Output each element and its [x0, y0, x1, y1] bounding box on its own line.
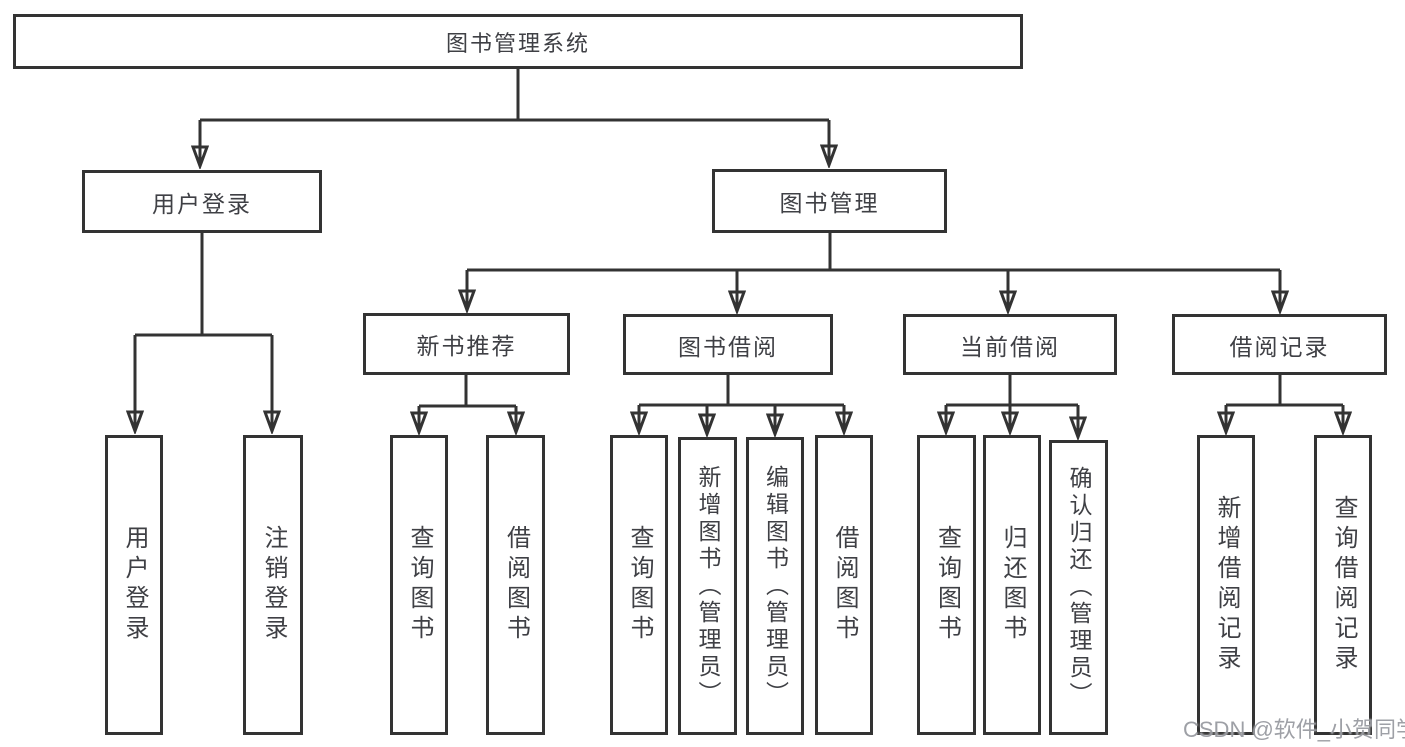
- node-current-borrowing: 当前借阅: [903, 314, 1117, 375]
- leaf-add-book-admin-label: 新增图书（管理员）: [695, 464, 721, 708]
- node-root-system: 图书管理系统: [13, 14, 1023, 69]
- node-book-management: 图书管理: [712, 169, 947, 233]
- leaf-logout: 注销登录: [243, 435, 303, 735]
- connector-bus-book-borrow: [639, 375, 844, 407]
- leaf-borrow-books-label: 借阅图书: [831, 525, 858, 645]
- leaf-borrow-books: 借阅图书: [815, 435, 873, 735]
- node-user-login-label: 用户登录: [152, 190, 252, 217]
- leaf-query-books-borrowing-label: 查询图书: [626, 525, 653, 645]
- node-user-login: 用户登录: [82, 170, 322, 233]
- leaf-user-login: 用户登录: [105, 435, 163, 735]
- node-book-management-label: 图书管理: [779, 190, 880, 216]
- leaf-borrow-books-recommend: 借阅图书: [486, 435, 545, 735]
- leaf-borrow-books-recommend-label: 借阅图书: [502, 525, 530, 645]
- leaf-query-books-current-label: 查询图书: [933, 525, 961, 645]
- leaf-query-borrow-record: 查询借阅记录: [1314, 435, 1372, 735]
- leaf-edit-book-admin-label: 编辑图书（管理员）: [762, 464, 789, 708]
- connector-bus-book-mgmt: [467, 233, 1280, 272]
- node-book-borrowing: 图书借阅: [623, 314, 833, 375]
- connector-bus-borrow-records: [1226, 375, 1343, 407]
- leaf-add-borrow-record: 新增借阅记录: [1197, 435, 1255, 735]
- leaf-query-books-recommend: 查询图书: [390, 435, 448, 735]
- leaf-query-borrow-record-label: 查询借阅记录: [1330, 495, 1357, 675]
- leaf-add-book-admin: 新增图书（管理员）: [678, 437, 737, 735]
- leaf-query-books-current: 查询图书: [917, 435, 976, 735]
- leaf-return-book: 归还图书: [983, 435, 1041, 735]
- leaf-edit-book-admin: 编辑图书（管理员）: [746, 437, 804, 735]
- node-book-borrowing-label: 图书借阅: [678, 333, 778, 360]
- connector-bus-current-borrow: [946, 375, 1078, 407]
- connector-bus-root: [200, 68, 829, 122]
- leaf-user-login-label: 用户登录: [121, 525, 148, 645]
- node-new-book-recommend: 新书推荐: [363, 313, 570, 375]
- leaf-return-book-label: 归还图书: [999, 525, 1026, 645]
- leaf-logout-label: 注销登录: [260, 525, 287, 645]
- csdn-watermark: CSDN @软件_小贺同学: [1183, 717, 1405, 742]
- leaf-confirm-return-admin-label: 确认归还（管理员）: [1066, 466, 1092, 709]
- node-root-system-label: 图书管理系统: [445, 30, 590, 56]
- node-current-borrowing-label: 当前借阅: [960, 333, 1060, 360]
- leaf-add-borrow-record-label: 新增借阅记录: [1213, 495, 1240, 675]
- leaf-query-books-borrowing: 查询图书: [610, 435, 668, 735]
- connector-bus-new-book-rec: [419, 375, 516, 408]
- node-borrowing-records: 借阅记录: [1172, 314, 1387, 375]
- node-new-book-recommend-label: 新书推荐: [416, 333, 517, 359]
- connector-bus-user-login: [135, 233, 272, 337]
- leaf-confirm-return-admin: 确认归还（管理员）: [1049, 440, 1108, 735]
- leaf-query-books-recommend-label: 查询图书: [406, 525, 433, 645]
- node-borrowing-records-label: 借阅记录: [1229, 333, 1330, 360]
